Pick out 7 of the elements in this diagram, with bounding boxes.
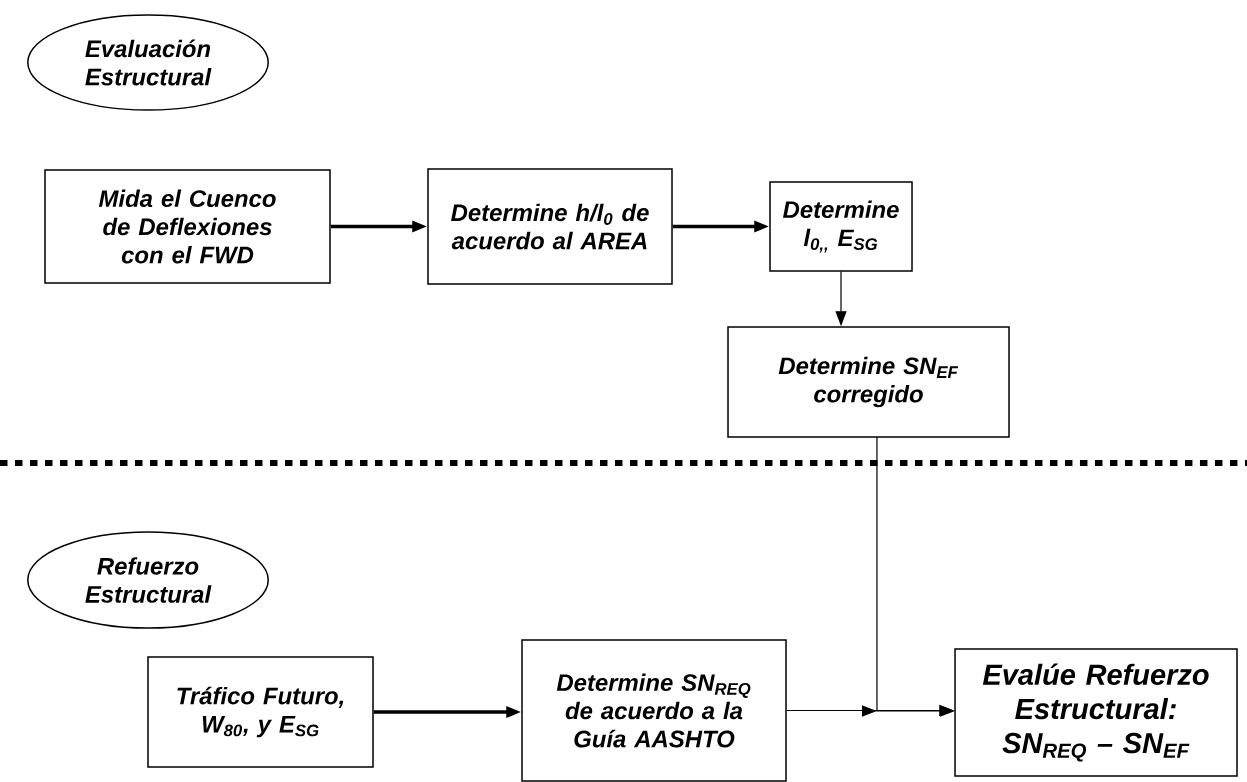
- process-box: Determine h/l$_{0}$ de acuerdo al AREA: [427, 168, 673, 285]
- process-box: Determine l$_{0,,}$ E$_{SG}$: [769, 181, 913, 272]
- process-box: Evalúe Refuerzo Estructural: SN$_{REQ}$ – SN$_{EF}$: [954, 648, 1238, 777]
- process-box: Determine SN$_{EF}$ corregido: [727, 326, 1010, 438]
- process-box: Determine SN$_{REQ}$ de acuerdo a la Guía AASHTO: [521, 639, 787, 782]
- process-box: Tráfico Futuro, W$_{80}$, y E$_{SG}$: [147, 656, 374, 768]
- process-box: Mida el Cuenco de Deflexiones con el FWD: [44, 169, 331, 284]
